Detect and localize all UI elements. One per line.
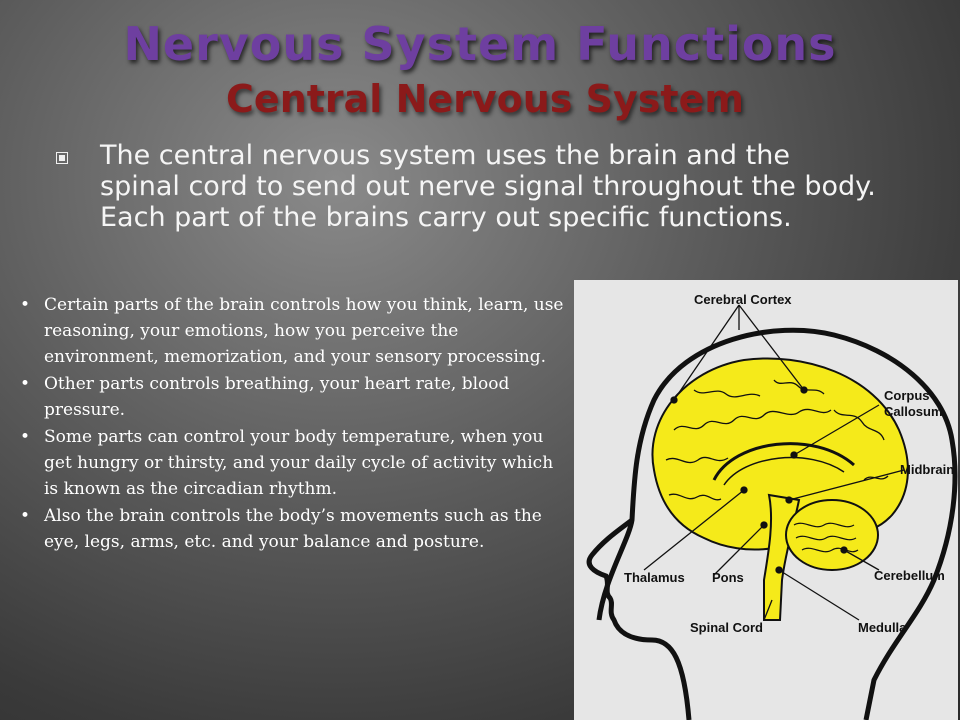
brain-diagram: Cerebral Cortex Corpus Callosum Midbrain…	[574, 280, 958, 720]
label-spinal-cord: Spinal Cord	[690, 620, 763, 635]
label-pons: Pons	[712, 570, 744, 585]
intro-bullet: The central nervous system uses the brai…	[56, 140, 876, 233]
list-item: Also the brain controls the body’s movem…	[18, 503, 568, 555]
label-medulla: Medulla	[858, 620, 907, 635]
list-item: Other parts controls breathing, your hea…	[18, 371, 568, 423]
label-pointers	[643, 304, 905, 621]
slide-title: Nervous System Functions	[123, 17, 837, 71]
label-thalamus: Thalamus	[624, 570, 685, 585]
list-item: Certain parts of the brain controls how …	[18, 292, 568, 370]
slide-subtitle: Central Nervous System	[226, 77, 744, 121]
cerebellum-shape	[785, 499, 879, 571]
head-outline	[596, 327, 958, 720]
function-list: Certain parts of the brain controls how …	[18, 292, 568, 556]
label-midbrain: Midbrain	[900, 462, 955, 477]
label-cerebellum: Cerebellum	[874, 568, 945, 583]
label-callosum: Callosum	[884, 404, 943, 419]
square-bullet-icon	[56, 140, 100, 164]
intro-text: The central nervous system uses the brai…	[100, 140, 876, 233]
list-item: Some parts can control your body tempera…	[18, 424, 568, 502]
label-corpus: Corpus	[884, 388, 930, 403]
brain-folds	[665, 379, 889, 501]
face-outline	[586, 518, 692, 720]
label-cerebral-cortex: Cerebral Cortex	[694, 292, 792, 307]
corpus-callosum	[712, 442, 855, 481]
brain-illustration	[586, 304, 958, 720]
